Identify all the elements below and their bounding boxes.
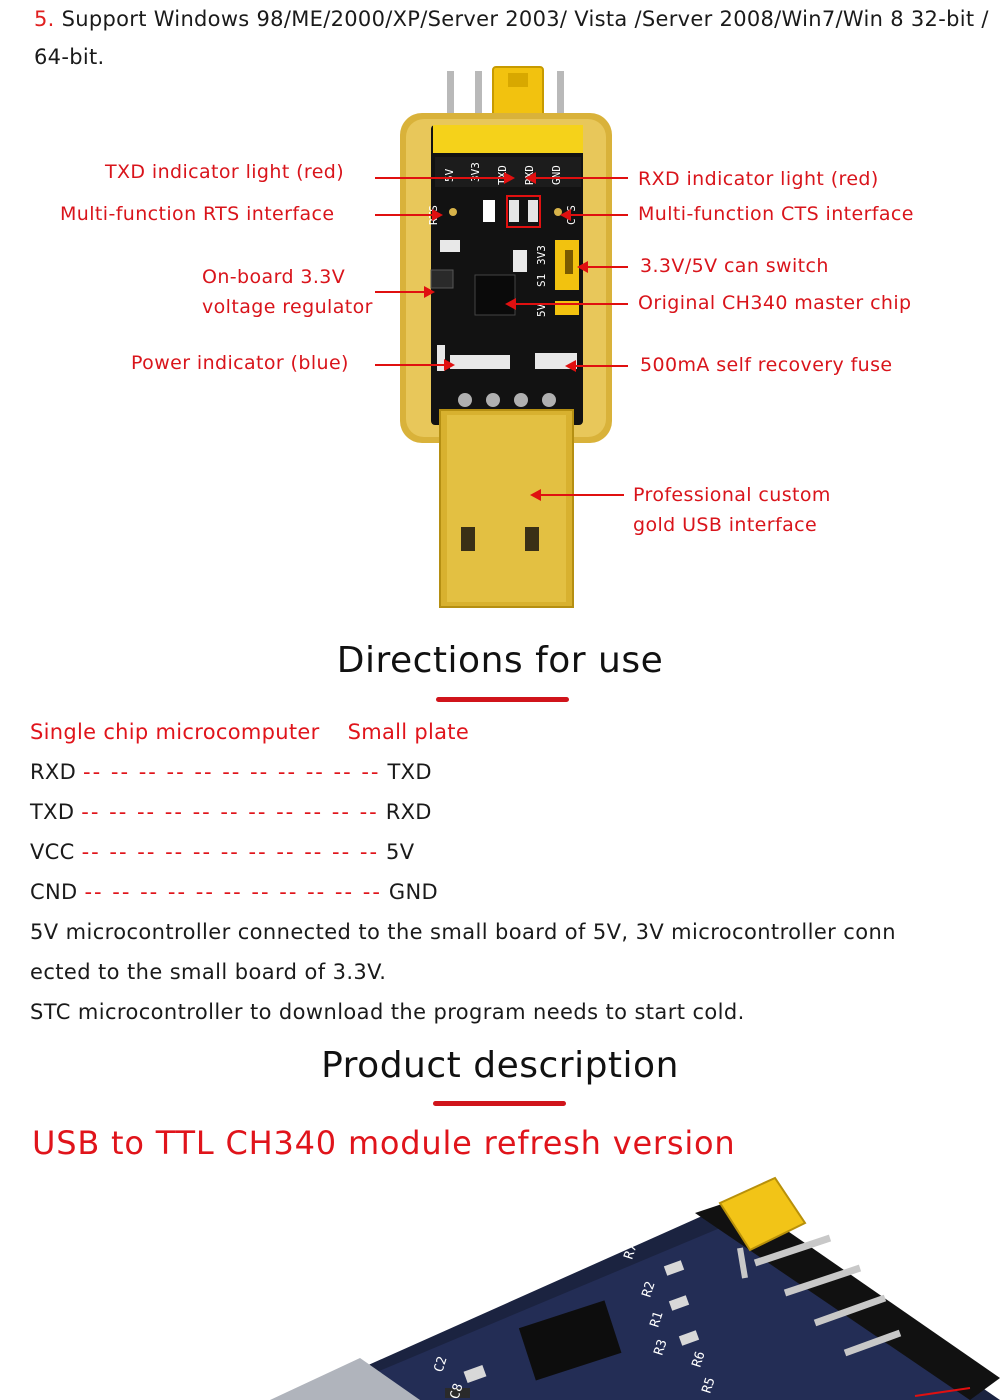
arrowhead-cts [560, 209, 571, 221]
callout-power-light: Power indicator (blue) [131, 352, 349, 374]
arrow-rxd-light [535, 177, 628, 179]
arrow-rts [375, 214, 433, 216]
callout-usb-line2: gold USB interface [633, 514, 818, 536]
col-header-plate: Small plate [347, 720, 470, 744]
directions-note-1: 5V microcontroller connected to the smal… [30, 920, 896, 944]
arrow-txd-light [375, 177, 505, 179]
callout-regulator-line1: On-board 3.3V [202, 266, 346, 288]
arrowhead-chip [505, 298, 516, 310]
silk-label-c8: C8 [448, 1382, 467, 1400]
row-dashes: -- -- -- -- -- -- -- -- -- -- -- [83, 760, 381, 784]
pin-label-5v: 5V [443, 168, 456, 182]
directions-row: RXD -- -- -- -- -- -- -- -- -- -- -- TXD [30, 760, 432, 784]
row-left-pin: CND [30, 880, 78, 904]
directions-row: VCC -- -- -- -- -- -- -- -- -- -- -- 5V [30, 840, 414, 864]
support-text: 5. Support Windows 98/ME/2000/XP/Server … [34, 0, 994, 76]
ch340-board-image: 5V 3V3 TXD RXD GND RTS CTS 3V3 S1 5V [400, 66, 612, 608]
product-subtitle: USB to TTL CH340 module refresh version [32, 1124, 736, 1162]
side-label-s1: S1 [535, 274, 548, 287]
ch340-board-angled-image: R7 R2 R1 C2 C8 R3 R6 R5 [270, 1176, 1000, 1400]
arrowhead-txd-light [504, 172, 515, 184]
silk-label-r2: R2 [640, 1280, 659, 1300]
arrow-usb [540, 494, 624, 496]
arrow-regulator [375, 291, 425, 293]
row-right-pin: GND [388, 880, 438, 904]
arrowhead-power-light [444, 359, 455, 371]
directions-col-headers: Single chip microcomputer Small plate [30, 720, 469, 744]
callout-rxd-light: RXD indicator light (red) [638, 168, 879, 190]
support-body: Support Windows 98/ME/2000/XP/Server 200… [34, 7, 989, 69]
callout-fuse: 500mA self recovery fuse [640, 354, 893, 376]
directions-heading: Directions for use [336, 640, 664, 681]
silk-label-r3: R3 [652, 1338, 671, 1358]
silk-label-r6: R6 [690, 1350, 709, 1370]
row-left-pin: TXD [30, 800, 75, 824]
row-dashes: -- -- -- -- -- -- -- -- -- -- -- [84, 880, 382, 904]
directions-note-2: ected to the small board of 3.3V. [30, 960, 387, 984]
pin-label-3v3: 3V3 [469, 162, 482, 182]
directions-row: TXD -- -- -- -- -- -- -- -- -- -- -- RXD [30, 800, 432, 824]
arrowhead-fuse [565, 360, 576, 372]
arrowhead-usb [530, 489, 541, 501]
arrow-cts [570, 214, 628, 216]
product-heading: Product description [321, 1045, 679, 1086]
col-header-mcu: Single chip microcomputer [30, 720, 320, 744]
callout-chip: Original CH340 master chip [638, 292, 912, 314]
row-right-pin: RXD [385, 800, 432, 824]
side-label-3v3: 3V3 [535, 245, 548, 265]
support-number: 5. [34, 7, 55, 31]
callout-rts: Multi-function RTS interface [60, 203, 335, 225]
silk-label-r7: R7 [622, 1242, 641, 1262]
arrow-chip [515, 303, 628, 305]
arrowhead-regulator [424, 286, 435, 298]
side-label-5v: 5V [535, 303, 548, 317]
directions-note-3: STC microcontroller to download the prog… [30, 1000, 745, 1024]
arrow-fuse [575, 365, 628, 367]
callout-switch: 3.3V/5V can switch [640, 255, 829, 277]
pin-label-gnd: GND [550, 165, 563, 185]
row-left-pin: RXD [30, 760, 77, 784]
arrowhead-rxd-light [525, 172, 536, 184]
row-right-pin: 5V [386, 840, 415, 864]
arrow-power-light [375, 364, 445, 366]
arrowhead-rts [432, 209, 443, 221]
product-heading-underline [433, 1101, 566, 1106]
arrowhead-switch [577, 261, 588, 273]
silk-label-r1: R1 [648, 1310, 667, 1330]
directions-heading-underline [436, 697, 569, 702]
callout-cts: Multi-function CTS interface [638, 203, 914, 225]
silk-label-r5: R5 [700, 1376, 719, 1396]
directions-row: CND -- -- -- -- -- -- -- -- -- -- -- GND [30, 880, 438, 904]
callout-usb-line1: Professional custom [633, 484, 831, 506]
callout-txd-light: TXD indicator light (red) [105, 161, 345, 183]
row-right-pin: TXD [387, 760, 432, 784]
row-left-pin: VCC [30, 840, 75, 864]
callout-regulator-line2: voltage regulator [202, 296, 373, 318]
row-dashes: -- -- -- -- -- -- -- -- -- -- -- [81, 840, 380, 864]
silk-label-c2: C2 [432, 1355, 451, 1375]
arrow-switch [587, 266, 628, 268]
row-dashes: -- -- -- -- -- -- -- -- -- -- -- [81, 800, 379, 824]
